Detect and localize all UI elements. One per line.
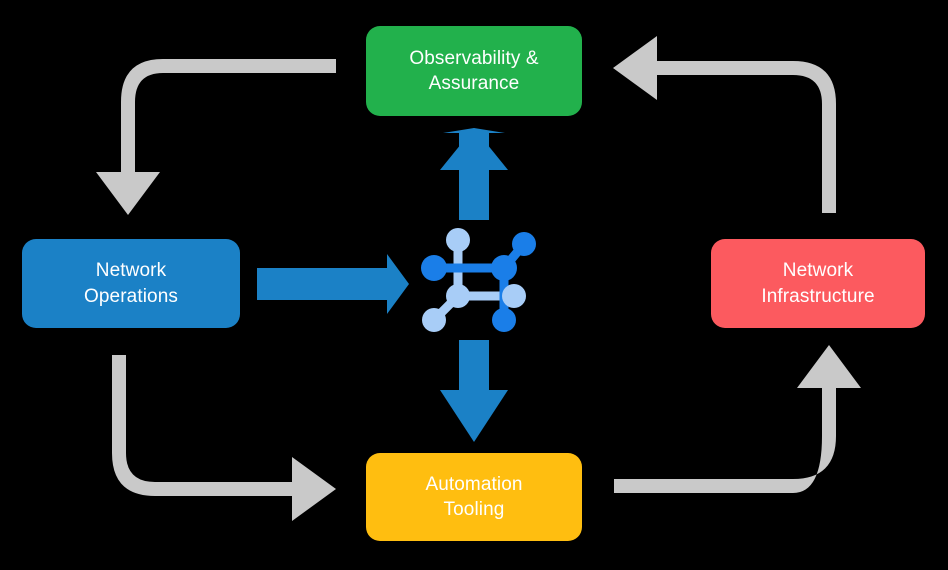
node-box-automation-tooling[interactable]: Automation Tooling (366, 453, 582, 541)
flow-arrow-center-to-observability-shaft (459, 165, 489, 220)
topology-node-dark-left (421, 255, 447, 281)
topology-node-dark-bottom (492, 308, 516, 332)
topology-node-light-bottomleft (422, 308, 446, 332)
topology-node-dark-topright (512, 232, 536, 256)
flow-arrow-center-to-automation-shaft (459, 340, 489, 395)
node-box-network-operations[interactable]: Network Operations (22, 239, 240, 328)
flow-arrow-center-to-automation-head (440, 390, 508, 442)
flow-arrow-center-to-observability (443, 128, 505, 218)
node-box-observability[interactable]: Observability & Assurance (366, 26, 582, 116)
cycle-arrow-observability-to-operations (96, 59, 336, 215)
cycle-arrow-automation-to-infrastructure (614, 345, 861, 493)
topology-node-light-right (502, 284, 526, 308)
topology-node-light-top (446, 228, 470, 252)
cycle-arrow-infrastructure-to-observability (613, 36, 836, 213)
node-box-network-infrastructure[interactable]: Network Infrastructure (711, 239, 925, 328)
topology-node-light-mid (446, 284, 470, 308)
flow-arrow-operations-to-center (257, 254, 409, 314)
flow-arrow-center-to-observability-head (440, 128, 508, 170)
network-topology-icon (421, 228, 536, 332)
cycle-arrow-operations-to-automation (112, 355, 336, 521)
topology-node-dark-hub (491, 255, 517, 281)
